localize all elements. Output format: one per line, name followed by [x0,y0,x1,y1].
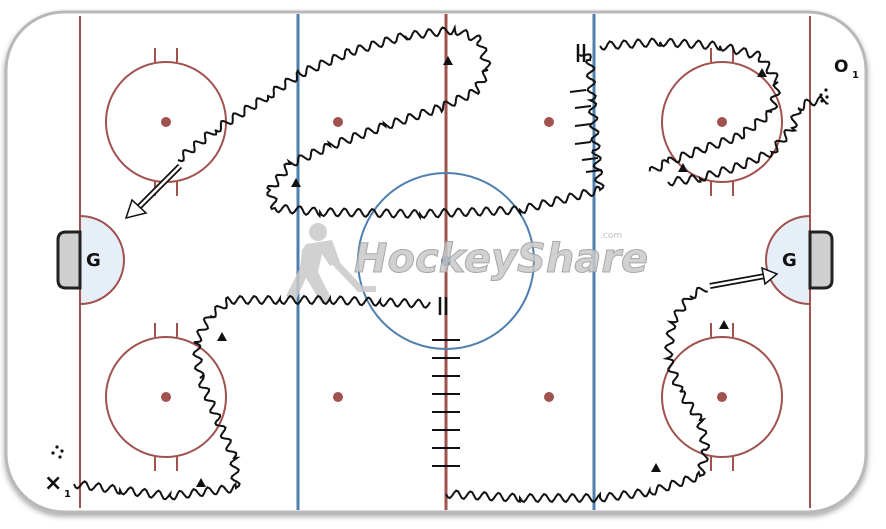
pylon-icon [757,68,767,77]
neutral-dot [544,117,554,127]
pylon-icon [651,463,661,472]
skating-path-bottom-left [73,294,431,501]
skating-path-top-right [599,37,782,172]
watermark: HockeyShare .com [286,223,649,304]
faceoff-circle-bottom-left [105,323,227,471]
hash-mark [585,169,603,173]
skater-silhouette-icon [286,223,376,304]
player-x1: × 1 [44,471,71,500]
pylon-icon [291,178,301,187]
watermark-suffix: .com [600,231,622,241]
player-x-label: × [44,471,62,496]
center-circle [357,172,535,350]
pass-arrow-left [124,163,183,220]
right-goal-crease [765,214,811,306]
pass-arrow-right [709,266,779,289]
goalie-right-label: G [782,250,797,271]
player-o-subscript: 1 [852,70,859,81]
skating-paths [73,23,829,504]
pylon-icon [217,332,227,341]
skating-path-top [177,23,605,221]
puck-group-top-right [819,88,829,103]
player-o-label: O [834,57,848,77]
hash-mark [574,105,592,109]
player-x-subscript: 1 [64,489,71,500]
pylon-icon [196,478,206,487]
pylon-icon [719,320,729,329]
stop-mark-top [576,44,586,62]
hash-marks [432,89,603,467]
goalie-left-label: G [86,250,101,271]
left-goal-crease [79,214,125,306]
stop-mark-center [438,297,448,315]
hash-mark [569,89,587,93]
right-goal-net [808,230,834,290]
rink-boards [4,10,868,514]
pylon-icons [196,56,767,487]
skating-path-top-right-return [667,95,829,187]
pylon-icon [678,163,688,172]
hash-mark [574,141,592,145]
pylon-icon [443,56,453,65]
left-goal-net [56,230,82,290]
hash-mark [581,157,599,161]
center-dot [441,256,451,266]
faceoff-circle-bottom-right [661,323,783,471]
neutral-dot [544,392,554,402]
faceoff-circle-top-right [661,48,783,196]
hash-mark [574,123,592,127]
neutral-dot [333,117,343,127]
neutral-dot [333,392,343,402]
player-o1: O 1 [834,57,859,81]
watermark-text: HockeyShare [354,236,648,282]
puck-group-bottom-left [51,445,64,459]
skating-path-bottom-right [445,286,711,504]
